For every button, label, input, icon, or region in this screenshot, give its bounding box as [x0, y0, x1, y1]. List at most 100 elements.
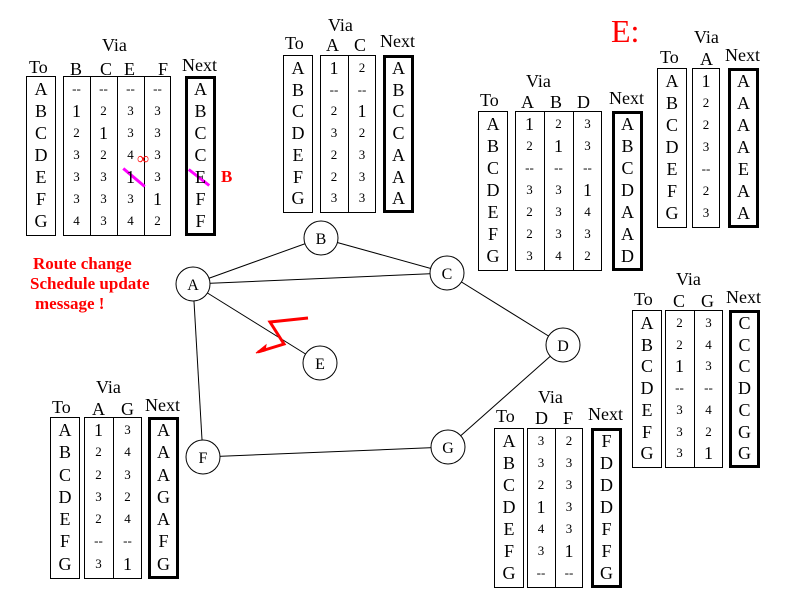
table-row-next: F [195, 211, 206, 231]
table-row-to: B [502, 453, 516, 473]
table-row-cost: 3 [100, 213, 107, 228]
table-row-next: A [737, 203, 750, 223]
table-row-cost: 2 [584, 248, 591, 263]
table-row-to: D [291, 123, 305, 144]
table-row-to: B [486, 136, 500, 156]
table-row-next: D [621, 180, 634, 200]
table-row-cost: 2 [526, 226, 533, 241]
table-row-cost: 2 [702, 117, 710, 132]
edge-G-F [202, 446, 449, 458]
table-row-next: F [158, 531, 169, 552]
table-row-next: G [157, 553, 170, 574]
table-row-next: A [737, 137, 750, 157]
table-row-cost: 2 [154, 213, 161, 228]
table-row-cost: 2 [95, 444, 102, 460]
table-row-cost: 3 [100, 191, 107, 206]
table-row-cost: 2 [702, 183, 710, 198]
node-c [429, 255, 465, 291]
table-row-next: D [621, 246, 634, 266]
node-e-label: E: [611, 13, 640, 49]
table-row-cost: 3 [124, 422, 131, 437]
table-row-cost: 3 [702, 205, 710, 220]
table-row-cost: 3 [127, 103, 134, 118]
to-header-b: To [285, 33, 304, 53]
table-row-cost: -- [94, 533, 103, 549]
column-divider [144, 76, 145, 236]
table-row-cost: 2 [676, 336, 683, 352]
via-header-g: D [535, 408, 548, 428]
table-row-to: E [641, 399, 653, 420]
to-header-e: To [660, 47, 679, 67]
next-column-f [148, 417, 179, 579]
table-row-cost: 3 [95, 555, 102, 571]
annotation-line-2: Schedule update [30, 274, 150, 293]
table-row-cost: 2 [100, 103, 107, 118]
table-row-cost: 1 [153, 189, 162, 209]
table-row-cost: 3 [95, 488, 102, 504]
node-label: C [442, 266, 453, 283]
table-row-to: G [34, 211, 48, 231]
table-row-to: E [666, 159, 678, 179]
table-row-to: G [502, 563, 516, 583]
table-row-cost: 2 [526, 204, 533, 219]
table-row-cost: 1 [99, 123, 108, 143]
table-row-to: E [292, 144, 304, 165]
table-row-cost: -- [536, 565, 546, 580]
table-row-cost: 2 [358, 60, 366, 75]
edge-A-C [192, 272, 448, 285]
table-row-next: C [738, 313, 751, 333]
via-label-b: Via [328, 15, 353, 35]
table-row-next: F [601, 541, 612, 561]
table-row-to: C [640, 356, 654, 377]
via-header-e: A [700, 49, 713, 69]
table-row-next: A [621, 224, 634, 244]
table-row-cost: 4 [705, 336, 712, 352]
table-row-to: E [503, 519, 515, 539]
next-column-d [729, 310, 760, 468]
table-row-cost: 2 [676, 315, 683, 330]
table-row-next: A [157, 509, 170, 530]
table-row-cost: 3 [358, 146, 366, 162]
table-row-next: D [600, 497, 613, 517]
to-header-d: To [634, 289, 653, 309]
via-label-e: Via [694, 27, 719, 47]
table-row-cost: 2 [73, 125, 80, 140]
node-f [185, 439, 221, 475]
via-header-c: D [577, 92, 590, 112]
table-row-cost: 2 [358, 125, 366, 141]
via-label-d: Via [676, 269, 701, 289]
via-header-f: A [92, 399, 105, 419]
table-row-to: G [58, 553, 72, 574]
next-column-g [591, 428, 622, 588]
to-column-d [632, 310, 662, 468]
to-column-g [494, 428, 524, 588]
table-row-cost: 3 [358, 168, 366, 184]
via-columns-c [515, 111, 602, 271]
edge-B-C [320, 237, 448, 274]
table-row-cost: 1 [564, 541, 574, 561]
next-header-g: Next [588, 404, 623, 424]
edge-F-A [192, 283, 204, 458]
column-divider [348, 55, 349, 213]
table-row-cost: 3 [702, 139, 710, 154]
table-row-to: D [486, 180, 500, 200]
node-g [430, 429, 466, 465]
table-row-next: C [621, 158, 634, 178]
node-label: A [187, 277, 199, 294]
table-row-cost: 3 [565, 477, 573, 492]
via-label-a: Via [102, 35, 127, 55]
table-row-cost: 3 [676, 401, 683, 417]
via-header-c: B [550, 92, 563, 112]
to-header-c: To [480, 90, 499, 110]
via-header-a: C [100, 59, 113, 79]
table-row-cost: 3 [154, 147, 161, 162]
via-label-g: Via [538, 387, 563, 407]
infinity-cost-mark: ∞ [137, 149, 150, 168]
table-row-to: F [487, 224, 499, 244]
table-row-cost: 3 [154, 103, 161, 118]
to-column-c [478, 111, 508, 271]
table-row-cost: 4 [127, 213, 134, 228]
table-row-cost: 3 [584, 138, 591, 153]
table-row-to: F [641, 421, 653, 442]
